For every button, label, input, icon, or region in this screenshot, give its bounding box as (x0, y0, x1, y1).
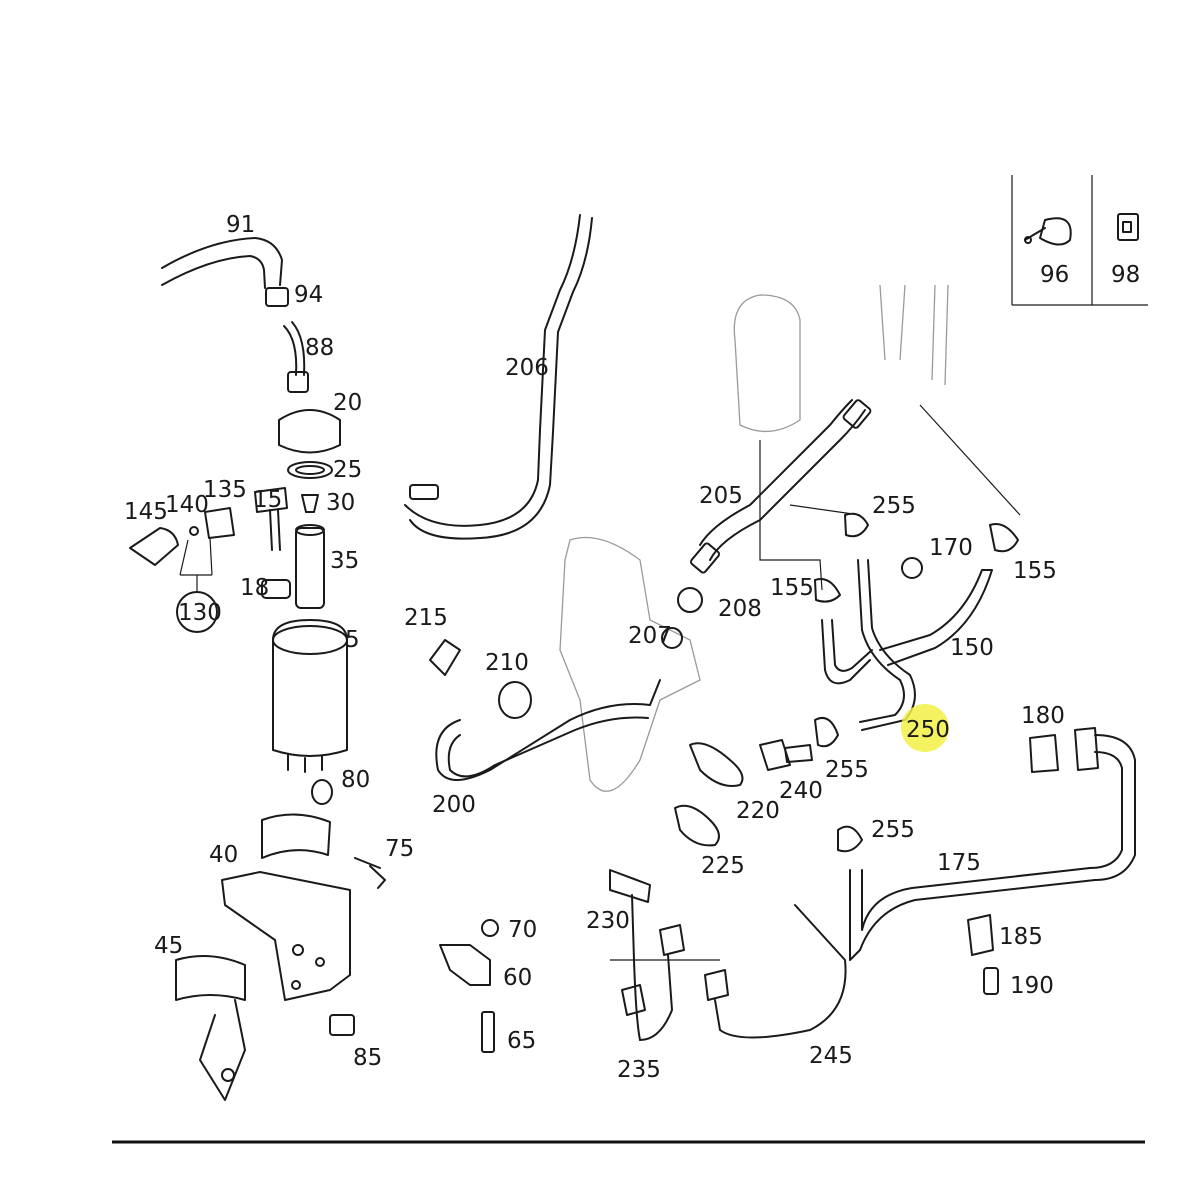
label-207[interactable]: 207 (628, 623, 672, 649)
label-18[interactable]: 18 (240, 575, 269, 601)
label-5[interactable]: 5 (345, 627, 360, 653)
label-45[interactable]: 45 (154, 933, 183, 959)
label-150[interactable]: 150 (950, 635, 994, 661)
label-180[interactable]: 180 (1021, 703, 1065, 729)
label-190[interactable]: 190 (1010, 973, 1054, 999)
label-225[interactable]: 225 (701, 853, 745, 879)
clip-96-icon (1024, 217, 1072, 246)
label-255-top[interactable]: 255 (872, 493, 916, 519)
label-185[interactable]: 185 (999, 924, 1043, 950)
label-245[interactable]: 245 (809, 1043, 853, 1069)
label-208[interactable]: 208 (718, 596, 762, 622)
label-98[interactable]: 98 (1111, 262, 1140, 288)
label-135[interactable]: 135 (203, 477, 247, 503)
label-200[interactable]: 200 (432, 792, 476, 818)
label-140[interactable]: 140 (165, 492, 209, 518)
label-15[interactable]: 15 (253, 487, 282, 513)
label-91[interactable]: 91 (226, 212, 255, 238)
label-75[interactable]: 75 (385, 836, 414, 862)
highlight-250 (901, 704, 949, 752)
label-25[interactable]: 25 (333, 457, 362, 483)
label-88[interactable]: 88 (305, 335, 334, 361)
label-155-left[interactable]: 155 (770, 575, 814, 601)
right-assembly (439, 284, 1136, 1053)
label-255-mid[interactable]: 255 (825, 757, 869, 783)
label-210[interactable]: 210 (485, 650, 529, 676)
label-250[interactable]: 250 (906, 717, 950, 743)
label-255-low[interactable]: 255 (871, 817, 915, 843)
label-60[interactable]: 60 (503, 965, 532, 991)
label-220[interactable]: 220 (736, 798, 780, 824)
left-assembly (129, 237, 386, 1101)
label-170[interactable]: 170 (929, 535, 973, 561)
label-35[interactable]: 35 (330, 548, 359, 574)
label-94[interactable]: 94 (294, 282, 323, 308)
label-65[interactable]: 65 (507, 1028, 536, 1054)
label-145[interactable]: 145 (124, 499, 168, 525)
label-155-right[interactable]: 155 (1013, 558, 1057, 584)
label-96[interactable]: 96 (1040, 262, 1069, 288)
label-235[interactable]: 235 (617, 1057, 661, 1083)
label-175[interactable]: 175 (937, 850, 981, 876)
label-230[interactable]: 230 (586, 908, 630, 934)
label-30[interactable]: 30 (326, 490, 355, 516)
label-215[interactable]: 215 (404, 605, 448, 631)
label-20[interactable]: 20 (333, 390, 362, 416)
label-205[interactable]: 205 (699, 483, 743, 509)
clip-98-icon (1117, 213, 1139, 241)
label-80[interactable]: 80 (341, 767, 370, 793)
center-assembly (404, 214, 872, 847)
label-40[interactable]: 40 (209, 842, 238, 868)
inset-box (1011, 175, 1148, 306)
label-240[interactable]: 240 (779, 778, 823, 804)
label-206[interactable]: 206 (505, 355, 549, 381)
label-85[interactable]: 85 (353, 1045, 382, 1071)
label-70[interactable]: 70 (508, 917, 537, 943)
label-130[interactable]: 130 (178, 600, 222, 626)
